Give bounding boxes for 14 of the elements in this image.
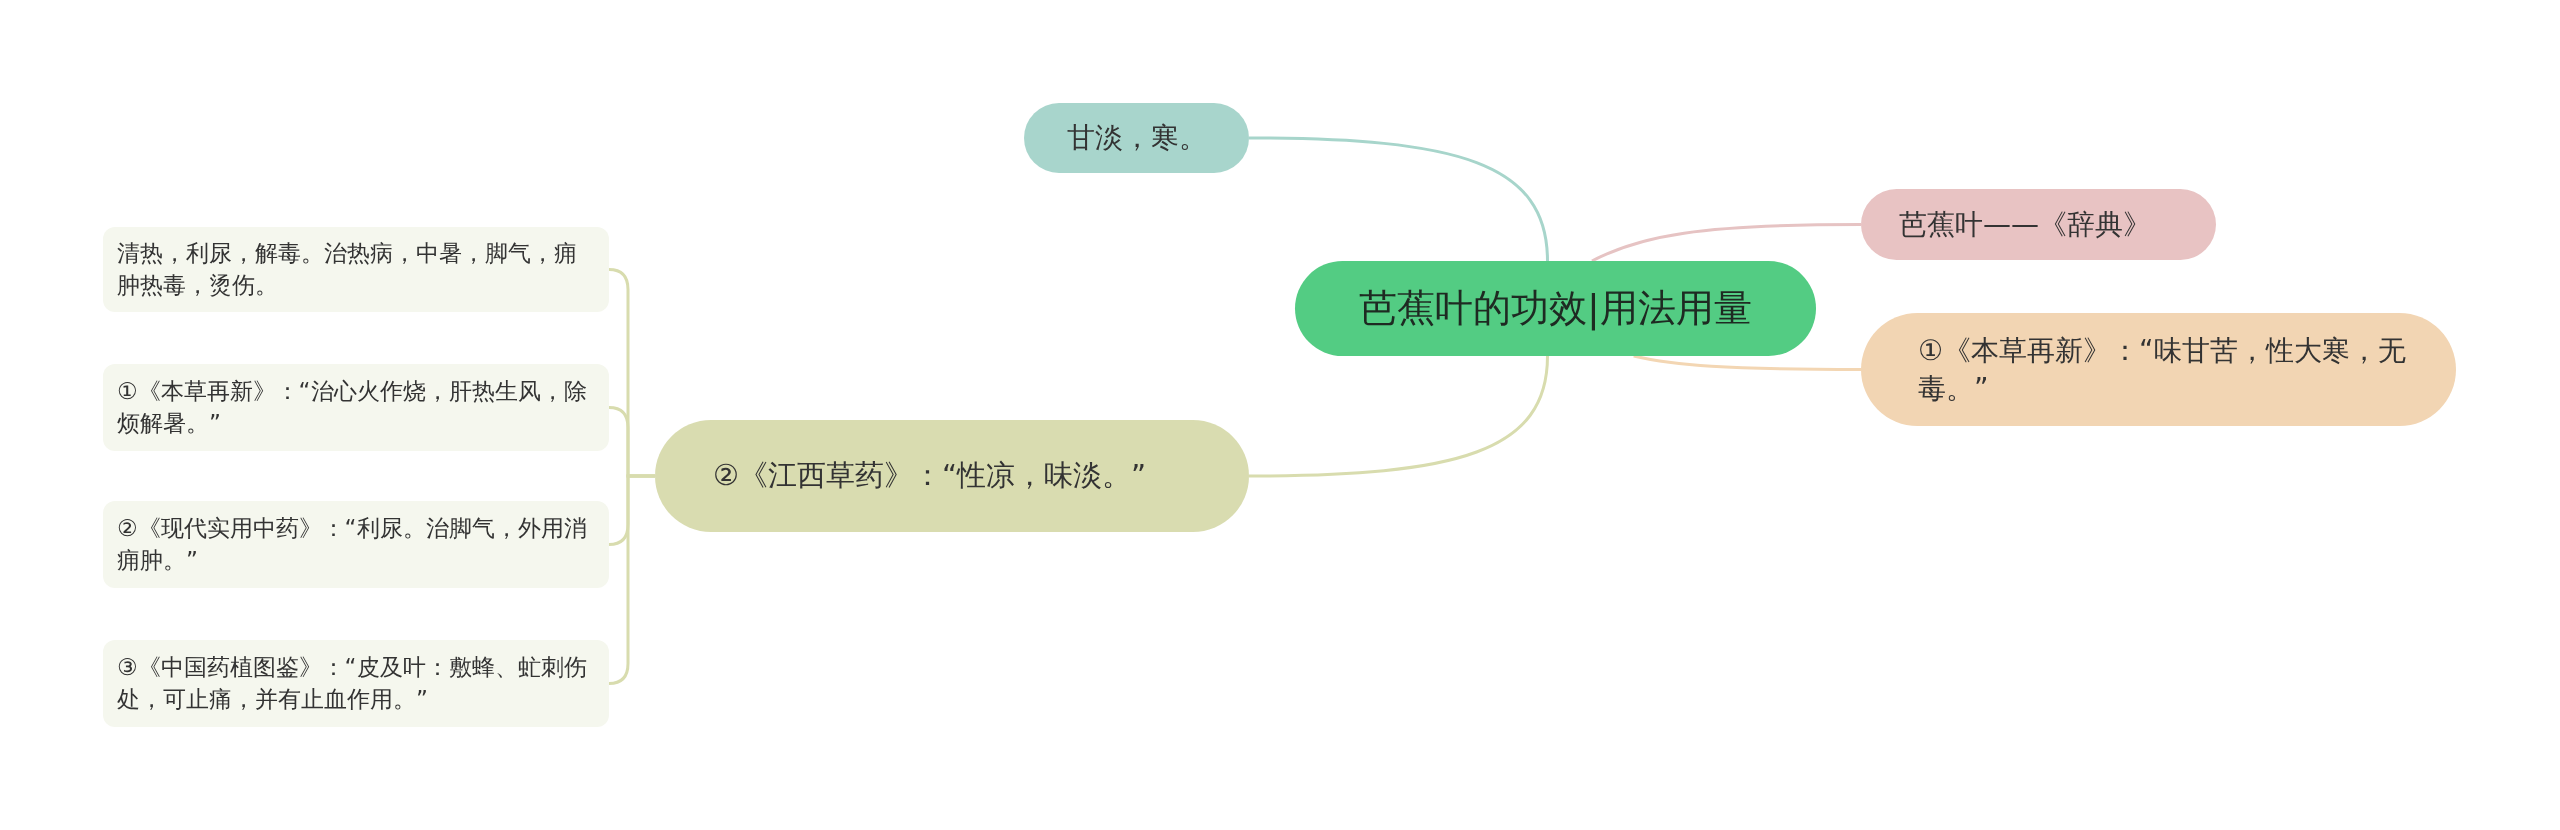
note-box: ①《本草再新》：“治心火作烧，肝热生风，除烦解暑。” xyxy=(103,364,609,451)
note-box: 清热，利尿，解毒。治热病，中暑，脚气，痈肿热毒，烫伤。 xyxy=(103,227,609,312)
topic-bubble: 芭蕉叶——《辞典》 xyxy=(1861,189,2216,260)
topic-bubble: ②《江西草药》：“性凉，味淡。” xyxy=(655,420,1249,532)
connector-line xyxy=(1249,136,1549,262)
topic-bubble: ①《本草再新》：“味甘苦，性大寒，无毒。” xyxy=(1861,313,2456,426)
connector-line xyxy=(608,474,655,685)
note-box: ③《中国药植图鉴》：“皮及叶：敷蜂、虻刺伤处，可止痛，并有止血作用。” xyxy=(103,640,609,727)
connector-line xyxy=(1249,355,1549,478)
note-box: ②《现代实用中药》：“利尿。治脚气，外用消痈肿。” xyxy=(103,501,609,588)
topic-bubble: 甘淡，寒。 xyxy=(1024,103,1249,173)
connector-line xyxy=(1591,223,1861,263)
connector-line xyxy=(1633,354,1861,371)
central-topic: 芭蕉叶的功效|用法用量 xyxy=(1295,261,1816,356)
